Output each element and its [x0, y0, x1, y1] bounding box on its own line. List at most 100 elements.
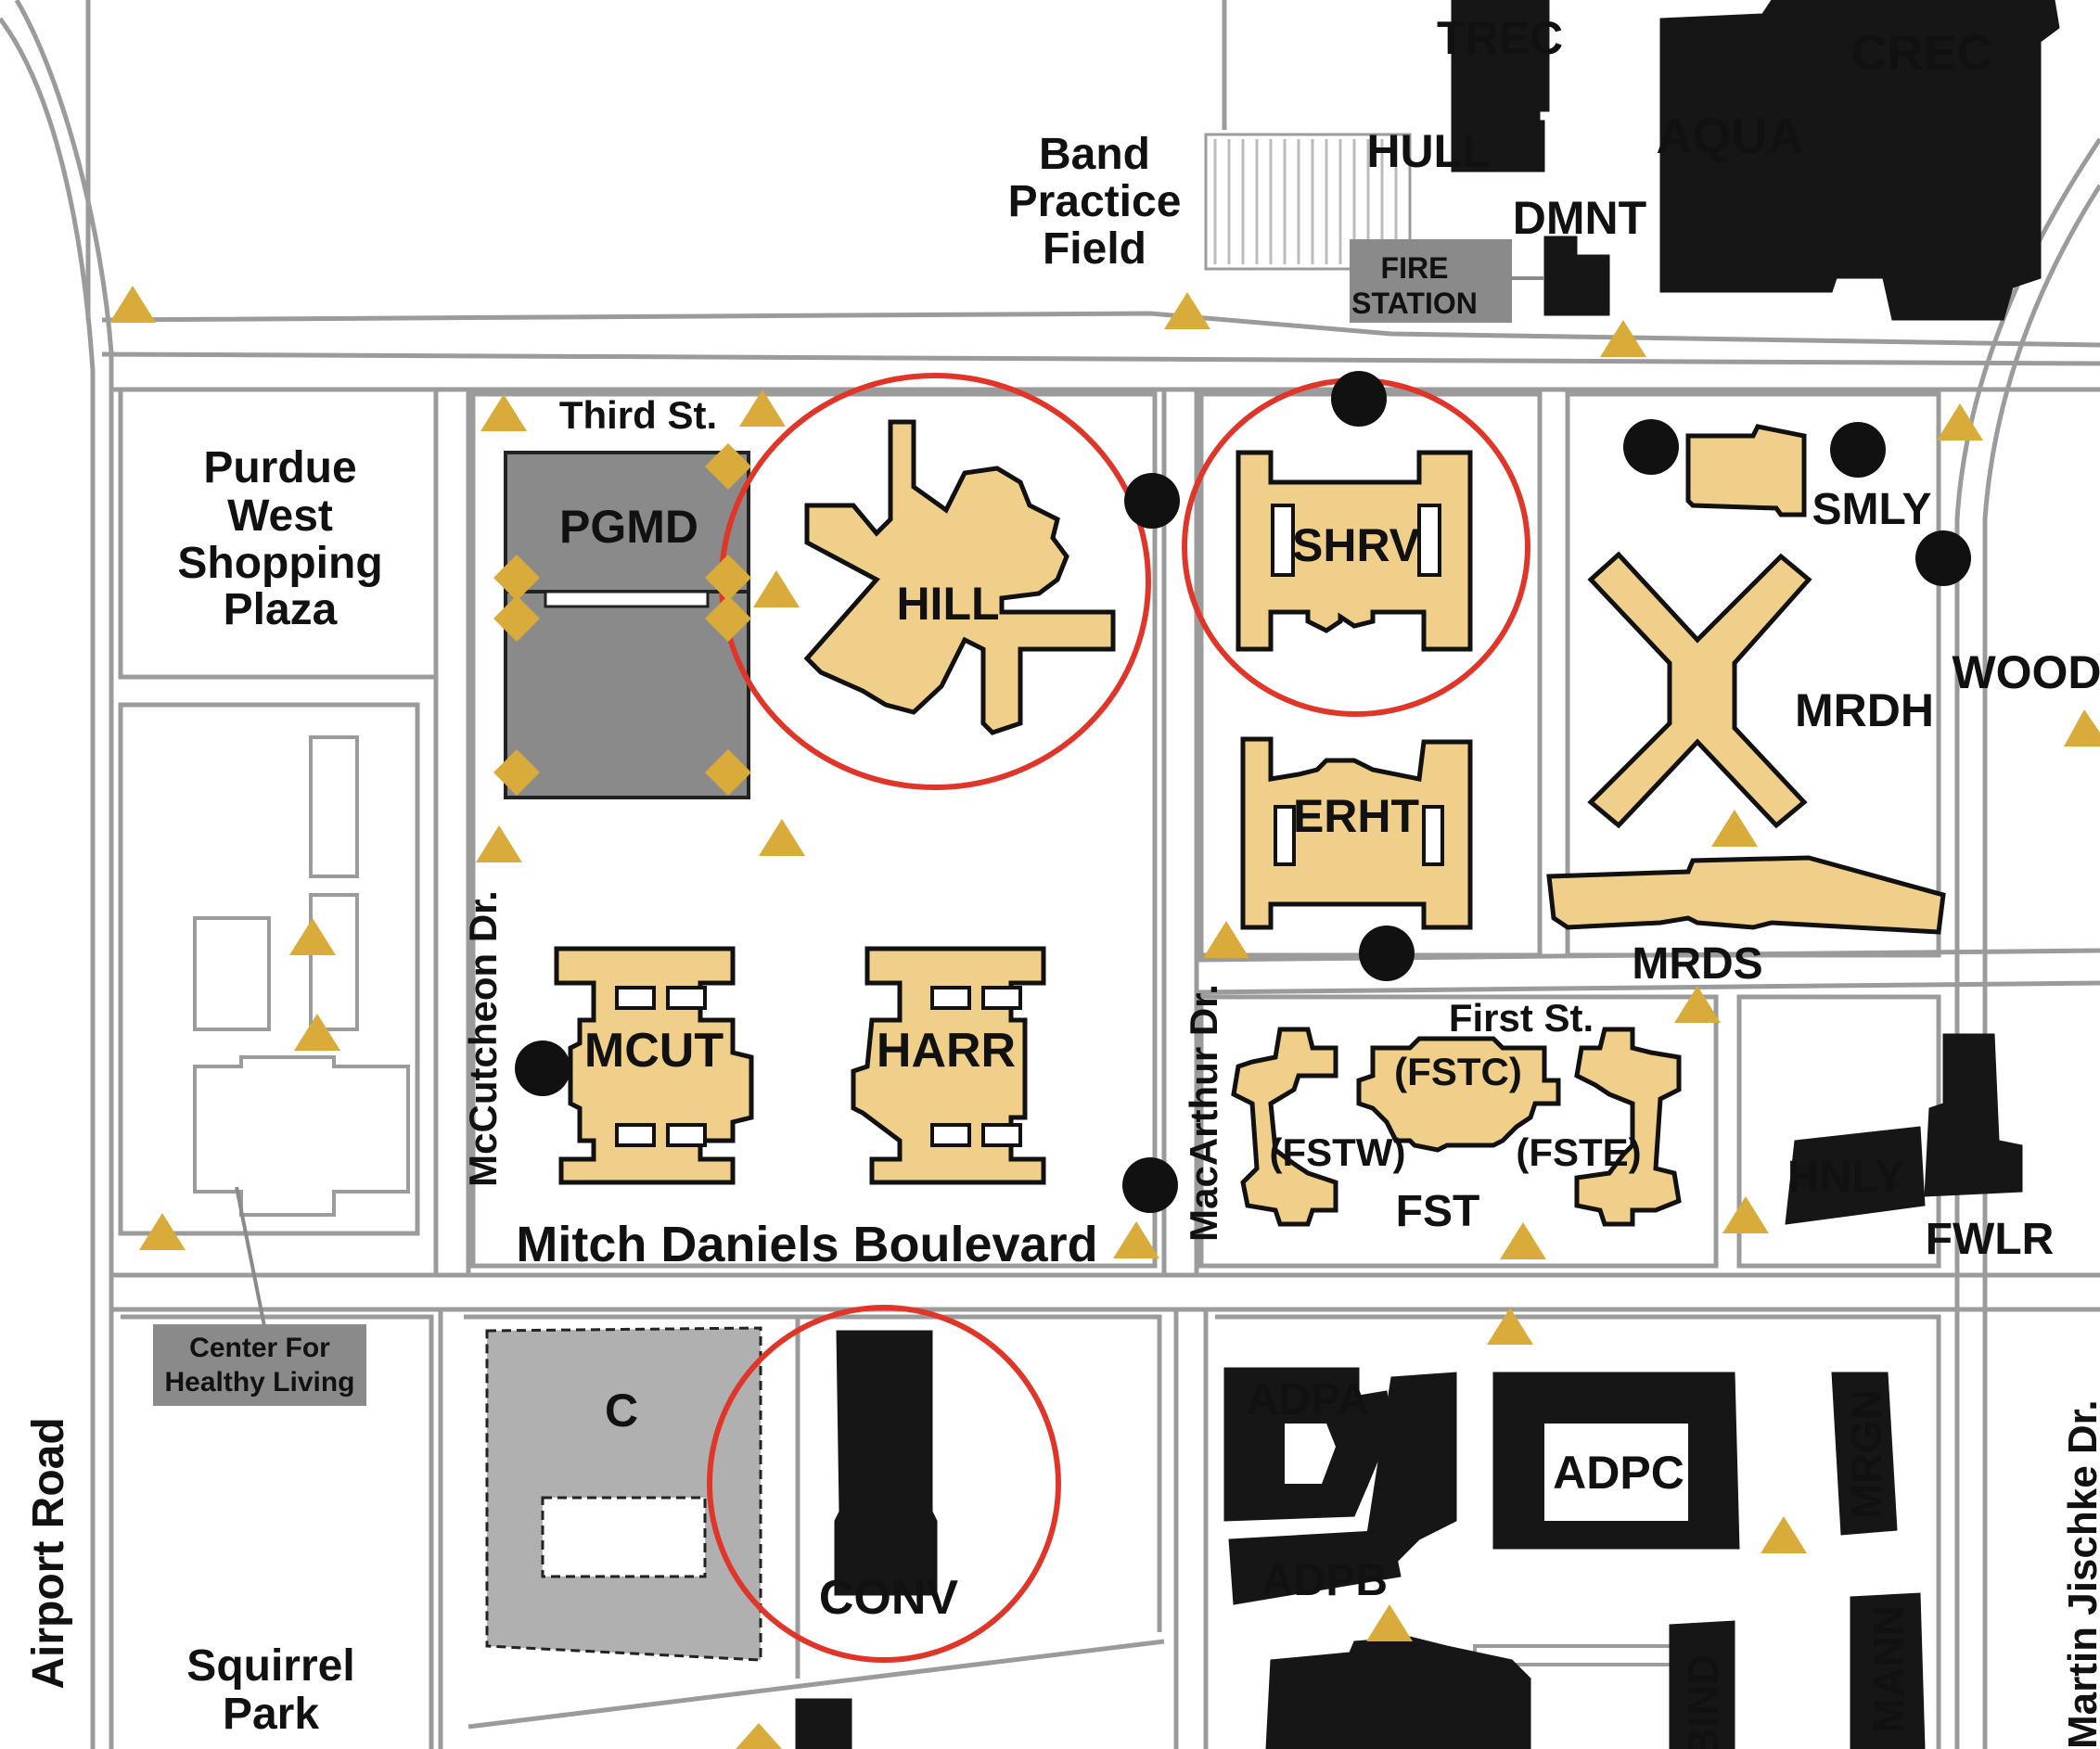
- svg-text:P: P: [1137, 1166, 1163, 1209]
- road-block-adp: [1215, 1314, 1941, 1749]
- mann-building[interactable]: [1850, 1592, 1926, 1749]
- label-adpc: ADPC: [1553, 1447, 1684, 1499]
- label-fste: (FSTE): [1516, 1130, 1641, 1174]
- road-north-band: [101, 311, 2100, 348]
- label-first-st: First St.: [1449, 996, 1594, 1040]
- road-block-hnly: [1736, 994, 1941, 1269]
- parking-icon[interactable]: P: [1915, 530, 1971, 586]
- entrance-triangle-icon: [753, 570, 800, 607]
- diamond-marker-icon: [493, 555, 540, 601]
- label-hnly: HNLY: [1787, 1153, 1904, 1202]
- label-macarthur: MacArthur Dr.: [1182, 984, 1225, 1242]
- entrance-triangle-icon: [1203, 921, 1249, 958]
- conv-building[interactable]: [834, 1330, 938, 1596]
- diamond-marker-icon: [705, 443, 751, 490]
- diamond-marker-icon: [493, 749, 540, 796]
- entrance-triangle-icon: [1674, 986, 1721, 1023]
- healthy-living-pointer: [235, 1186, 266, 1327]
- parking-icon[interactable]: P: [1359, 926, 1415, 981]
- label-mccutcheon: McCutcheon Dr.: [461, 890, 505, 1187]
- fstc-building[interactable]: [1356, 1036, 1561, 1153]
- fstw-building[interactable]: [1231, 1027, 1338, 1227]
- label-adpb: ADPB: [1261, 1556, 1388, 1605]
- label-band-practice-2: Practice: [1008, 177, 1182, 226]
- entrance-triangle-icon: [1722, 1196, 1769, 1233]
- diamond-markers: [493, 443, 751, 796]
- entrance-triangle-icon: [739, 389, 786, 427]
- adpb-building[interactable]: [1228, 1529, 1402, 1605]
- label-bind: BIND: [1679, 1654, 1727, 1749]
- svg-text:P: P: [1930, 539, 1956, 582]
- hill-building[interactable]: [803, 419, 1116, 735]
- entrance-triangle-icon: [1937, 403, 1983, 440]
- label-dmnt: DMNT: [1513, 192, 1646, 244]
- label-erht: ERHT: [1293, 790, 1419, 842]
- parking-icon[interactable]: P: [1124, 473, 1180, 529]
- entrance-markers: [109, 286, 2100, 1749]
- grey-buildings: [153, 239, 1512, 1662]
- svg-text:P: P: [1638, 428, 1664, 471]
- label-purdue-west-2: West: [227, 492, 333, 541]
- label-mrds: MRDS: [1632, 939, 1762, 989]
- label-fire-station-2: STATION: [1351, 287, 1478, 320]
- parking-icon[interactable]: P: [1830, 422, 1886, 478]
- erht-building[interactable]: [1240, 736, 1473, 930]
- gold-buildings: [554, 419, 1946, 1227]
- entrance-triangle-icon: [139, 1213, 186, 1250]
- label-adpa: ADPA: [1247, 1375, 1369, 1424]
- fire-station-sign: [1350, 239, 1512, 323]
- entrance-triangle-icon: [294, 1014, 340, 1051]
- healthy-living-sign: [153, 1324, 366, 1406]
- label-fst: FST: [1396, 1187, 1480, 1236]
- fwlr-building[interactable]: [1924, 1033, 2023, 1197]
- entrance-triangle-icon: [1600, 320, 1646, 357]
- road-block-nw: [118, 387, 439, 680]
- parking-icon[interactable]: P: [1623, 419, 1679, 475]
- shrv-building[interactable]: [1236, 450, 1473, 652]
- hnly-building[interactable]: [1785, 1126, 1926, 1225]
- sw-black-building[interactable]: [795, 1698, 852, 1749]
- pgmd-building[interactable]: [504, 451, 750, 799]
- diamond-marker-icon: [705, 749, 751, 796]
- label-healthy-living-2: Healthy Living: [164, 1367, 354, 1398]
- label-squirrel-1: Squirrel: [186, 1641, 354, 1691]
- svg-text:P: P: [1139, 481, 1165, 525]
- label-mrgn: MRGN: [1842, 1389, 1890, 1520]
- mrgn-building[interactable]: [1831, 1372, 1898, 1536]
- svg-text:P: P: [1845, 430, 1871, 474]
- svg-text:P: P: [1346, 379, 1372, 423]
- crec-aqua-building[interactable]: [1659, 0, 2060, 321]
- label-hill: HILL: [896, 578, 999, 630]
- label-purdue-west-1: Purdue: [203, 443, 356, 492]
- c-building[interactable]: [485, 1326, 762, 1662]
- entrance-triangle-icon: [759, 819, 805, 856]
- highlight-conv[interactable]: [707, 1305, 1061, 1663]
- label-pgmd: PGMD: [559, 501, 698, 553]
- label-martin-jischke: Martin Jischke Dr.: [2060, 1399, 2100, 1749]
- label-fstc: (FSTC): [1394, 1050, 1522, 1093]
- parking-icon[interactable]: P: [515, 1040, 570, 1096]
- entrance-triangle-icon: [2064, 709, 2100, 747]
- place-labels: Band Practice Field FIRE STATION Purdue …: [164, 130, 1477, 1739]
- parking-icon[interactable]: P: [1122, 1157, 1178, 1213]
- south-black-building[interactable]: [1265, 1636, 1531, 1749]
- entrance-triangle-icon: [1164, 292, 1210, 329]
- road-block-fst: [1198, 994, 1719, 1269]
- label-wood: WOOD: [1952, 646, 2100, 698]
- road-block-hill: [470, 391, 1158, 1269]
- mrdh-building[interactable]: [1587, 551, 1812, 829]
- label-conv: CONV: [819, 1571, 959, 1625]
- parking-icon[interactable]: P: [1331, 371, 1387, 427]
- street-labels: Third St. First St. Mitch Daniels Boulev…: [24, 393, 2100, 1749]
- label-fwlr: FWLR: [1926, 1215, 2055, 1264]
- mrds-building[interactable]: [1546, 855, 1946, 935]
- dmnt-building[interactable]: [1543, 236, 1610, 316]
- label-shrv: SHRV: [1292, 519, 1421, 571]
- fste-building[interactable]: [1574, 1027, 1682, 1227]
- bind-building[interactable]: [1669, 1620, 1735, 1749]
- road-east-curve-inner: [1954, 137, 2100, 1749]
- hull-building[interactable]: [1502, 120, 1545, 172]
- smly-building[interactable]: [1685, 424, 1807, 517]
- entrance-triangle-icon: [476, 825, 522, 862]
